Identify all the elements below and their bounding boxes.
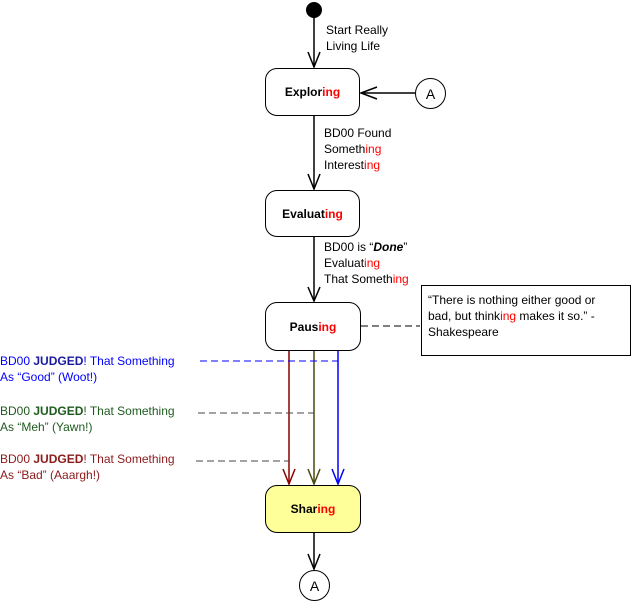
- line3-base: Interest: [324, 158, 365, 172]
- judgement-good-line1: BD00 JUDGED! That Something: [0, 353, 175, 369]
- prefix: BD00: [0, 354, 34, 368]
- transition-label-done-line2: Evaluating: [324, 255, 409, 271]
- connector-a-top[interactable]: A: [415, 78, 446, 109]
- transition-label-start: Start Really Living Life: [326, 22, 388, 54]
- judgement-good-line2: As “Good” (Woot!): [0, 370, 98, 384]
- state-exploring-label: Exploring: [285, 85, 340, 99]
- state-pausing-suffix: ing: [318, 319, 337, 334]
- transition-label-found: BD00 Found Something Interesting: [324, 125, 391, 173]
- connector-a-bottom-label: A: [309, 577, 320, 594]
- rest: ! That Something: [83, 354, 175, 368]
- judgement-bad: BD00 JUDGED! That Something As “Bad” (Aa…: [0, 451, 175, 483]
- state-sharing-base: Shar: [290, 502, 318, 516]
- transition-label-done-line3: That Something: [324, 271, 409, 287]
- transition-label-found-line2: Something: [324, 141, 391, 157]
- note-line2-red: ing: [500, 309, 517, 323]
- rest: ! That Something: [83, 404, 175, 418]
- transition-label-done-line1: BD00 is “Done”: [324, 239, 409, 255]
- state-evaluating-label: Evaluating: [282, 207, 343, 221]
- judged-bold: JUDGED: [33, 354, 84, 368]
- judgement-meh: BD00 JUDGED! That Something As “Meh” (Ya…: [0, 403, 175, 435]
- judgement-bad-line1: BD00 JUDGED! That Something: [0, 451, 175, 467]
- line2-suffix: ing: [365, 142, 382, 156]
- judgement-bad-line2: As “Bad” (Aaargh!): [0, 468, 101, 482]
- judgement-meh-line2: As “Meh” (Yawn!): [0, 420, 93, 434]
- state-evaluating[interactable]: Evaluating: [265, 190, 360, 237]
- judgement-meh-line1: BD00 JUDGED! That Something: [0, 403, 175, 419]
- arrowhead-meh: [307, 468, 321, 487]
- state-sharing-label: Sharing: [291, 502, 336, 516]
- judgement-good: BD00 JUDGED! That Something As “Good” (W…: [0, 353, 175, 385]
- state-pausing-label: Pausing: [290, 320, 337, 334]
- arrowhead-bad: [282, 468, 296, 487]
- judged-bold: JUDGED: [33, 452, 84, 466]
- transition-label-start-line1: Start Really: [326, 23, 389, 37]
- connector-a-top-label: A: [425, 85, 436, 102]
- prefix: BD00: [0, 404, 34, 418]
- transition-label-found-line3: Interesting: [324, 157, 391, 173]
- judged-bold: JUDGED: [33, 404, 84, 418]
- line3-suffix: ing: [392, 272, 409, 286]
- state-exploring[interactable]: Exploring: [265, 68, 360, 116]
- transition-label-start-line2: Living Life: [326, 39, 381, 53]
- arrowhead-evaluating-top: [307, 173, 321, 192]
- arrowhead-pausing-top: [307, 286, 321, 303]
- transition-label-done: BD00 is “Done” Evaluating That Something: [324, 239, 409, 287]
- state-sharing[interactable]: Sharing: [265, 485, 361, 533]
- line2-base: Evaluat: [324, 256, 365, 270]
- state-exploring-base: Explor: [284, 85, 323, 99]
- note-line2-pre: bad, but think: [428, 309, 501, 323]
- line1-post: ”: [403, 240, 408, 254]
- line1-emphasis: Done: [373, 240, 404, 254]
- line2-base: Someth: [324, 142, 366, 156]
- line1-pre: BD00 is “: [324, 240, 374, 254]
- line2-suffix: ing: [364, 256, 381, 270]
- transition-label-found-line1: BD00 Found: [324, 126, 392, 140]
- arrowhead-exploring-top: [307, 51, 321, 70]
- state-evaluating-base: Evaluat: [282, 206, 325, 221]
- state-evaluating-suffix: ing: [324, 206, 343, 221]
- note-line1: “There is nothing either good or: [428, 293, 596, 307]
- arrowhead-good: [331, 468, 345, 487]
- state-pausing[interactable]: Pausing: [265, 302, 361, 351]
- arrowhead-connector-bottom: [307, 553, 321, 572]
- state-exploring-suffix: ing: [322, 85, 341, 99]
- shakespeare-note: “There is nothing either good or bad, bu…: [421, 285, 631, 356]
- line3-base: That Someth: [324, 272, 393, 286]
- state-sharing-suffix: ing: [317, 502, 336, 516]
- note-line2-post: makes it so.” -: [516, 309, 595, 323]
- arrowhead-exploring-right: [358, 86, 378, 100]
- prefix: BD00: [0, 452, 34, 466]
- rest: ! That Something: [83, 452, 175, 466]
- note-line3: Shakespeare: [428, 325, 499, 339]
- connector-a-bottom[interactable]: A: [299, 570, 330, 601]
- line3-suffix: ing: [364, 158, 381, 172]
- state-pausing-base: Paus: [289, 319, 319, 334]
- note-line2: bad, but thinking makes it so.” -: [428, 308, 624, 324]
